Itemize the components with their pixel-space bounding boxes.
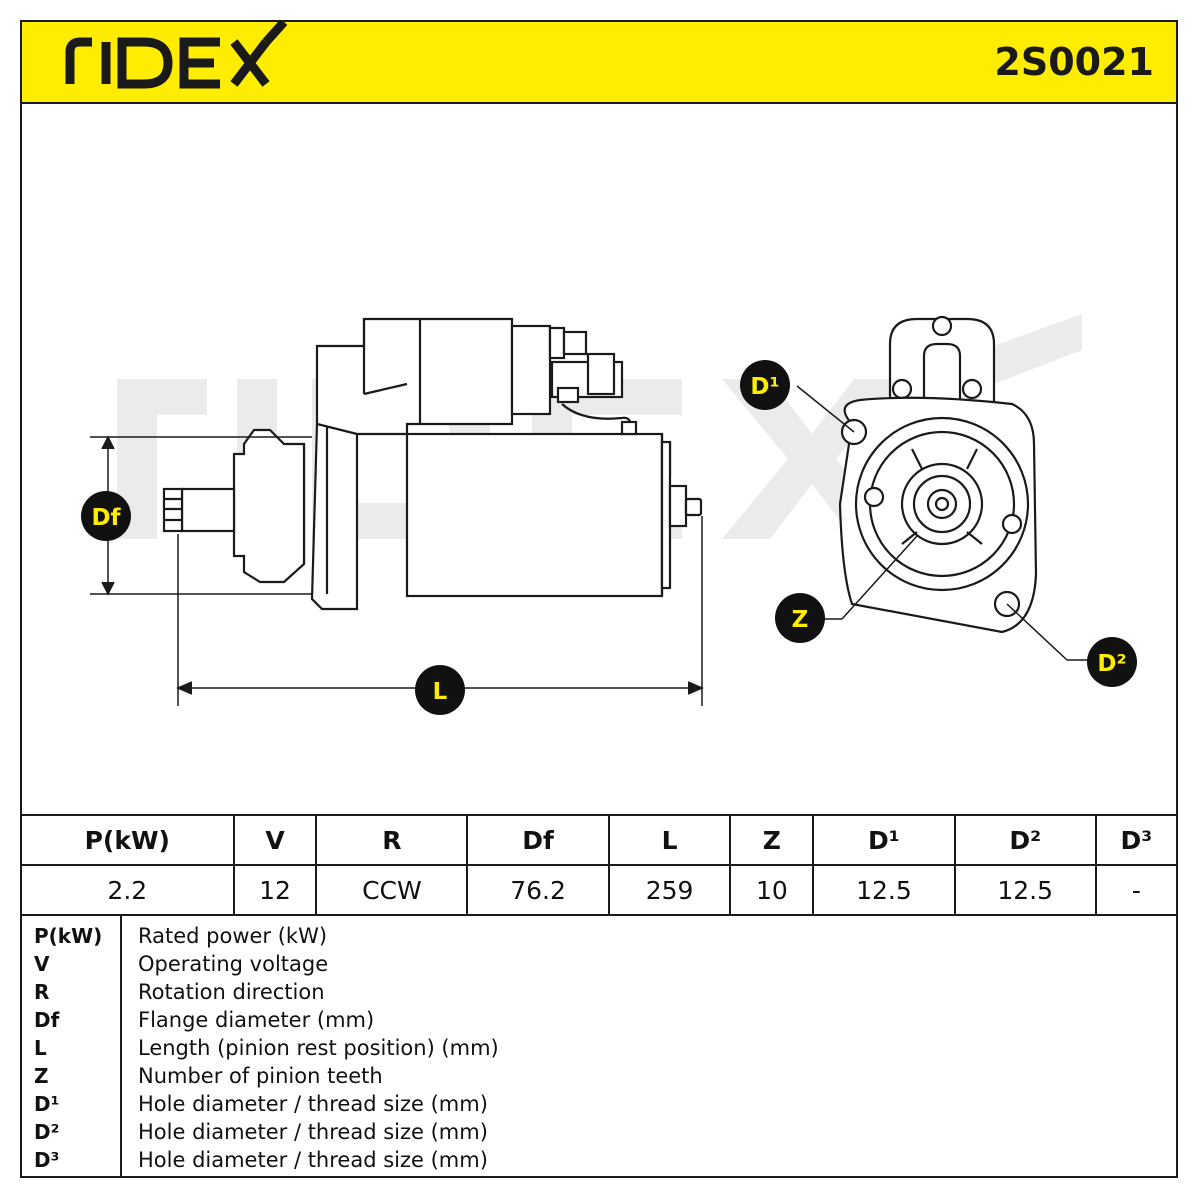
legend-divider [120,914,122,1176]
starter-front-view [838,315,1038,634]
legend-item: D² Hole diameter / thread size (mm) [22,1120,1176,1148]
spec-value-p: 2.2 [22,864,235,916]
legend-desc: Number of pinion teeth [138,1064,383,1088]
callout-l-label: L [433,679,448,705]
leader-lines-front [796,385,1090,661]
callout-d1: D¹ [740,360,790,410]
legend-item: Z Number of pinion teeth [22,1064,1176,1092]
spec-value-z: 10 [729,864,815,916]
callout-z: Z [775,593,825,643]
legend-code: D² [34,1120,60,1144]
callout-z-label: Z [792,607,809,633]
technical-drawing: Df L D¹ Z D² [81,314,1137,715]
legend-desc: Hole diameter / thread size (mm) [138,1148,488,1172]
legend-code: P(kW) [34,924,103,948]
legend-code: Z [34,1064,49,1088]
spec-value-l: 259 [607,864,732,916]
spec-table: P(kW) V R Df L Z D¹ D² D³ 2.2 12 CCW 76.… [22,814,1176,916]
spec-table-header-row: P(kW) V R Df L Z D¹ D² D³ [22,814,1176,866]
callout-d2: D² [1087,637,1137,687]
legend-code: R [34,980,50,1004]
legend-item: V Operating voltage [22,952,1176,980]
spec-value-d2: 12.5 [953,864,1097,916]
callout-df: Df [81,491,131,541]
spec-table-value-row: 2.2 12 CCW 76.2 259 10 12.5 12.5 - [22,864,1176,916]
legend-code: V [34,952,50,976]
spec-value-v: 12 [232,864,318,916]
legend-item: R Rotation direction [22,980,1176,1008]
part-number: 2S0021 [994,40,1154,84]
legend-item: D³ Hole diameter / thread size (mm) [22,1148,1176,1176]
callout-d2-label: D² [1097,651,1126,677]
legend-desc: Operating voltage [138,952,329,976]
legend-code: L [34,1036,47,1060]
legend-code: D³ [34,1148,60,1172]
legend-code: Df [34,1008,60,1032]
datasheet-frame: 2S0021 [20,20,1178,1178]
ridex-logo [65,22,288,89]
legend-desc: Flange diameter (mm) [138,1008,375,1032]
spec-header-d3: D³ [1094,814,1176,866]
legend: P(kW) Rated power (kW) V Operating volta… [22,914,1176,1176]
spec-value-r: CCW [315,864,469,916]
header-bar: 2S0021 [22,22,1176,104]
spec-header-df: Df [466,814,610,866]
legend-desc: Rotation direction [138,980,325,1004]
spec-header-v: V [232,814,318,866]
callout-l: L [415,665,465,715]
legend-item: Df Flange diameter (mm) [22,1008,1176,1036]
legend-desc: Length (pinion rest position) (mm) [138,1036,499,1060]
callout-d1-label: D¹ [750,374,779,400]
legend-item: D¹ Hole diameter / thread size (mm) [22,1092,1176,1120]
spec-value-d3: - [1094,864,1176,916]
spec-header-p: P(kW) [22,814,235,866]
spec-header-r: R [315,814,469,866]
legend-item: L Length (pinion rest position) (mm) [22,1036,1176,1064]
spec-header-d1: D¹ [812,814,956,866]
spec-header-l: L [607,814,732,866]
legend-code: D¹ [34,1092,60,1116]
legend-desc: Hole diameter / thread size (mm) [138,1092,488,1116]
spec-header-d2: D² [953,814,1097,866]
starter-side-view [162,317,703,611]
legend-desc: Hole diameter / thread size (mm) [138,1120,488,1144]
legend-desc: Rated power (kW) [138,924,328,948]
callout-df-label: Df [91,505,121,531]
spec-value-d1: 12.5 [812,864,956,916]
legend-item: P(kW) Rated power (kW) [22,924,1176,952]
spec-header-z: Z [729,814,815,866]
spec-value-df: 76.2 [466,864,610,916]
